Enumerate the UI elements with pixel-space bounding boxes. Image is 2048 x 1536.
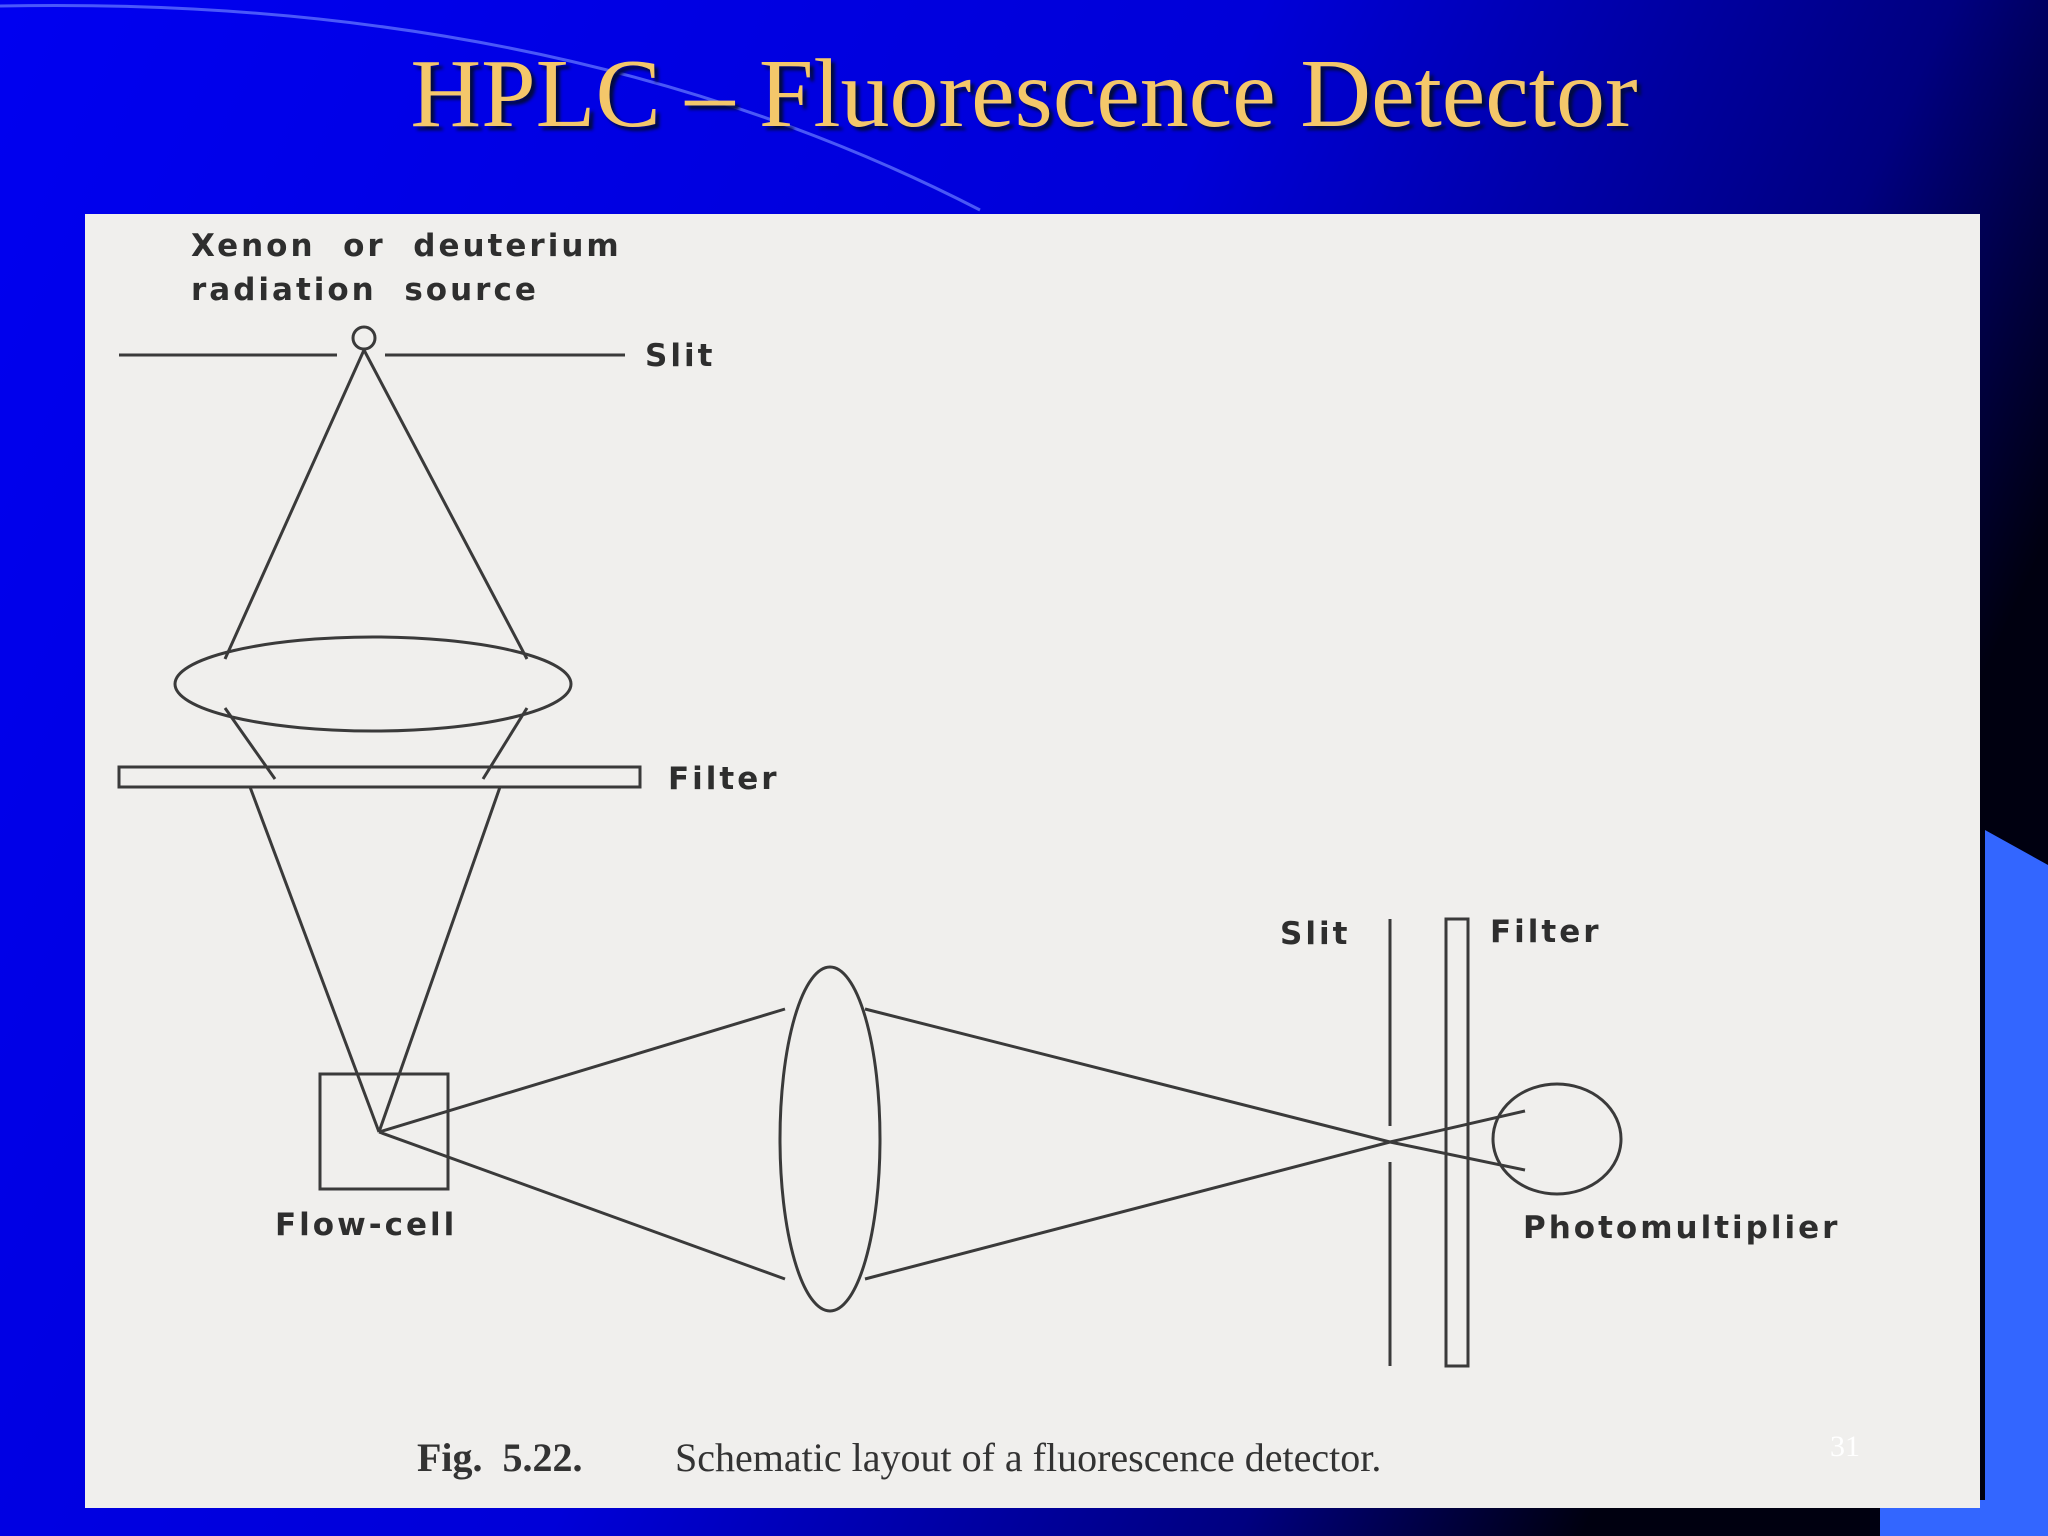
- flow-cell-label: Flow-cell: [275, 1207, 457, 1243]
- corner-accent-shape: [1880, 830, 2048, 1536]
- emission-lens: [778, 965, 882, 1313]
- slide-number: 31: [1830, 1430, 1860, 1463]
- caption-text: Schematic layout of a fluorescence detec…: [675, 1435, 1381, 1480]
- flow-cell-box: [318, 1072, 450, 1191]
- right-filter-label: Filter: [1490, 914, 1602, 950]
- photomultiplier-icon: [1491, 1082, 1623, 1196]
- photomultiplier-label: Photomultiplier: [1523, 1210, 1840, 1246]
- figure-panel: Xenon or deuterium radiation source Slit…: [85, 214, 1980, 1508]
- top-filter-label: Filter: [668, 761, 780, 797]
- excitation-lens: [173, 635, 573, 733]
- source-label-line2: radiation source: [191, 272, 539, 308]
- fluorescence-detector-diagram: Xenon or deuterium radiation source Slit…: [117, 228, 1840, 1480]
- source-label-line1: Xenon or deuterium: [191, 228, 622, 264]
- slide-title: HPLC – Fluorescence Detector: [410, 40, 1638, 148]
- emission-filter: [1444, 917, 1470, 1368]
- caption-figure-number: Fig. 5.22.: [417, 1435, 583, 1480]
- top-slit-label: Slit: [645, 338, 715, 374]
- radiation-source-icon: [351, 325, 377, 351]
- excitation-filter: [117, 765, 642, 789]
- right-slit-label: Slit: [1280, 916, 1350, 952]
